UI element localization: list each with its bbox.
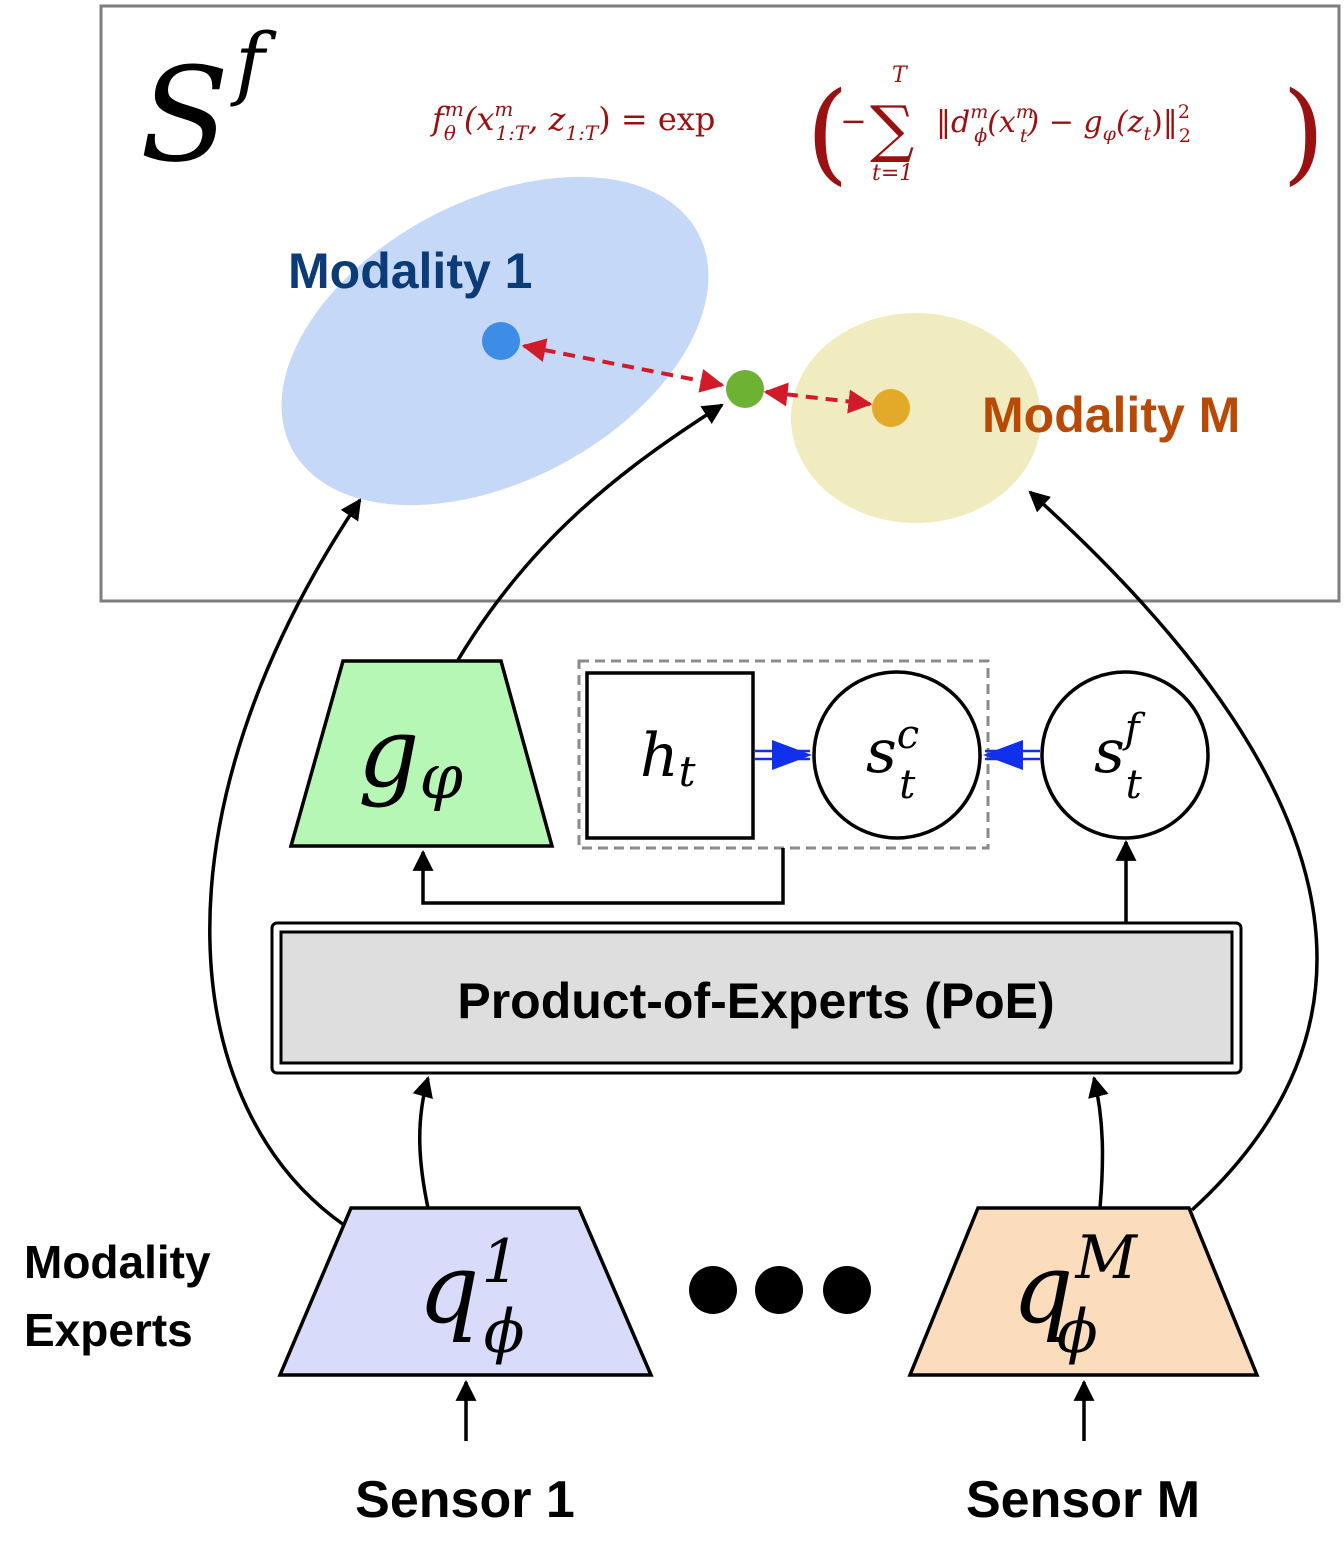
ellipsis-dot-2	[755, 1266, 803, 1314]
formula-big-close-paren: )	[1282, 68, 1325, 196]
modalityM-label: Modality M	[982, 387, 1240, 443]
shared-point	[726, 370, 764, 408]
h-node-label: ht	[640, 721, 696, 796]
h-node	[585, 671, 755, 840]
ellipsis-dot-1	[689, 1266, 737, 1314]
h-to-sc-arrowhead	[772, 740, 812, 770]
ellipsis-dot-3	[823, 1266, 871, 1314]
h-to-g-connector	[412, 848, 785, 905]
modalityM-point	[872, 389, 910, 427]
sf-to-sc-arrowhead	[983, 740, 1023, 770]
modality1-point	[482, 322, 520, 360]
g-decoder-node	[288, 659, 555, 848]
qM-to-poe-arrow	[1088, 1075, 1109, 1209]
formula-sum-top: T	[892, 63, 909, 88]
formula-sum-bottom: t=1	[872, 161, 913, 186]
arrow-q1-to-modality1	[208, 498, 362, 1227]
poe-box	[279, 930, 1234, 1065]
dashed-distance-arrow-M	[763, 382, 873, 414]
modality-experts-label: Modality Experts	[24, 1236, 223, 1356]
modalityM-ellipse	[791, 313, 1041, 523]
dashed-distance-arrow-1	[521, 338, 725, 393]
arrow-g-to-shared	[456, 403, 724, 661]
latent-space-box	[99, 4, 1341, 603]
sensor1-label: Sensor 1	[355, 1471, 575, 1529]
poe-label: Product-of-Experts (PoE)	[457, 973, 1054, 1029]
formula-big-open-paren: (	[806, 68, 849, 196]
q1-expert-node	[277, 1206, 654, 1377]
formula-minus: −	[840, 102, 867, 140]
g-decoder-label: gφ	[358, 697, 463, 813]
formula-sum: ∑	[870, 92, 914, 165]
modality1-label: Modality 1	[288, 243, 532, 299]
sf-node	[1040, 670, 1210, 840]
space-symbol: Sf	[140, 16, 277, 191]
arrow-qM-to-modalityM	[1028, 490, 1319, 1212]
sc-node	[812, 670, 982, 840]
sensorM-label: Sensor M	[966, 1471, 1200, 1529]
q1-to-poe-arrow	[412, 1075, 433, 1209]
qM-expert-node	[907, 1206, 1260, 1377]
